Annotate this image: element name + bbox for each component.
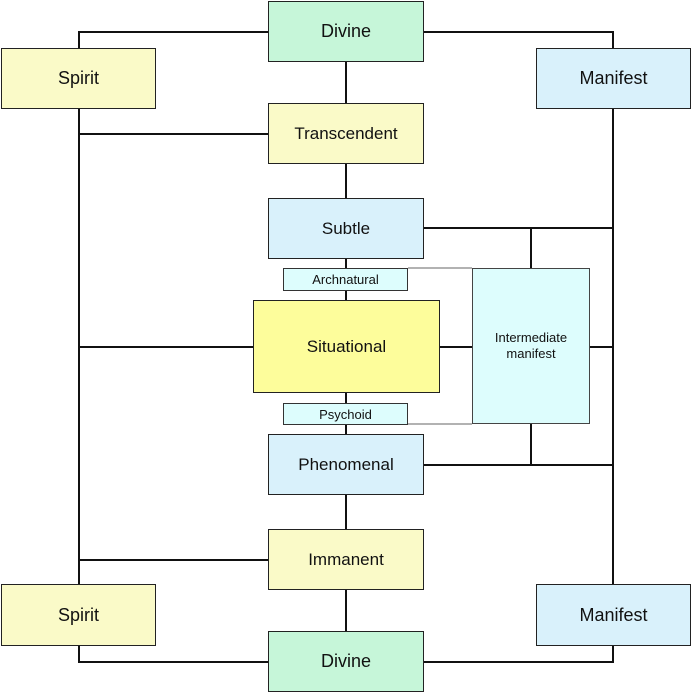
manifest-bottom-label: Manifest	[579, 604, 648, 625]
spirit-bottom-box: Spirit	[1, 584, 156, 646]
situational-box: Situational	[253, 300, 440, 393]
phenomenal-box: Phenomenal	[268, 434, 424, 495]
divine-top-label: Divine	[320, 21, 372, 41]
divine-bottom-label: Divine	[320, 651, 372, 671]
divine-top-box: Divine	[268, 1, 424, 62]
manifest-top-label: Manifest	[579, 68, 648, 88]
transcendent-box: Transcendent	[268, 103, 424, 164]
subtle-box: Subtle	[268, 198, 424, 259]
immanent-box: Immanent	[268, 529, 424, 590]
archnatural-box: Archnatural	[283, 268, 408, 291]
situational-label: Situational	[306, 336, 387, 356]
immanent-label: Immanent	[308, 549, 384, 569]
manifest-top-box: Manifest	[536, 48, 691, 109]
spirit-top-label: Spirit	[57, 68, 99, 88]
psychoid-label: Psychoid	[319, 406, 372, 422]
spirit-bottom-label: Spirit	[57, 604, 99, 625]
psychoid-box: Psychoid	[283, 403, 408, 425]
manifest-bottom-box: Manifest	[536, 584, 691, 646]
subtle-label: Subtle	[321, 218, 371, 238]
phenomenal-label: Phenomenal	[298, 454, 394, 474]
intermediate-manifest-label: Intermediate manifest	[494, 330, 568, 361]
intermediate-manifest-box: Intermediate manifest	[472, 268, 590, 424]
transcendent-label: Transcendent	[294, 123, 398, 143]
divine-bottom-box: Divine	[268, 631, 424, 692]
spirit-top-box: Spirit	[1, 48, 156, 109]
archnatural-label: Archnatural	[312, 272, 379, 287]
